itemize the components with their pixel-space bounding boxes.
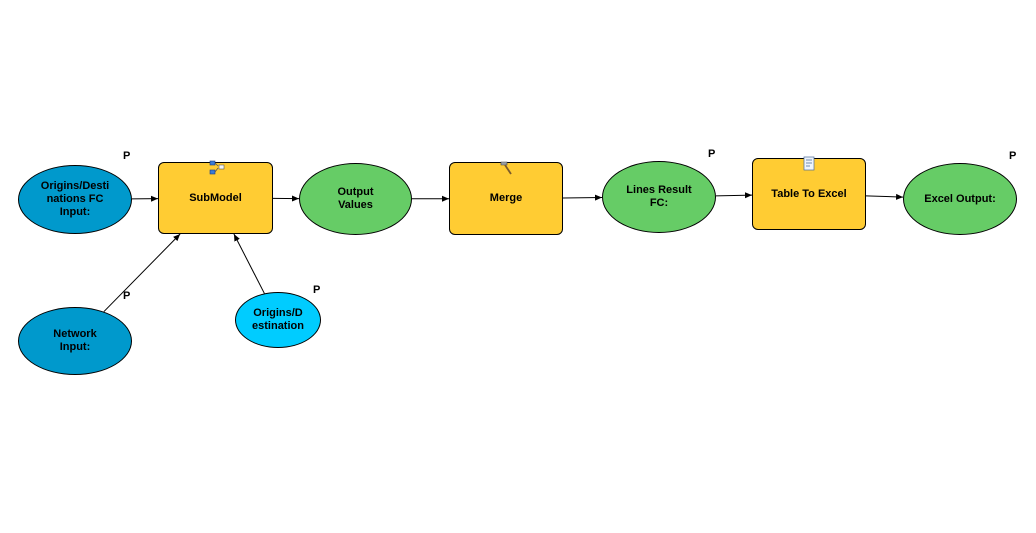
table-to-excel-tool-node[interactable]: Table To Excel [752,156,866,230]
node-label: Output Values [337,186,374,211]
node-label: Network Input: [53,328,97,353]
lines-result-fc-node[interactable]: Lines Result FC: [602,161,716,233]
node-label: Lines Result FC: [626,184,692,209]
connector-network_input-to-submodel[interactable] [103,233,181,313]
node-label: Origins/D estination [252,307,304,332]
origins-destinations-fc-input-node[interactable]: Origins/Desti nations FC Input: [18,165,132,234]
hammer-icon [500,161,512,175]
output-values-node[interactable]: Output Values [299,163,412,235]
origins-destination-node[interactable]: Origins/D estination [235,292,321,348]
node-label: Origins/Desti nations FC Input: [40,180,110,218]
submodel-tool-node[interactable]: SubModel [158,160,273,234]
parameter-marker: P [1009,150,1017,162]
connector-origins_destination-to-submodel[interactable] [233,233,265,294]
parameter-marker: P [123,150,131,162]
submodel-icon [209,160,224,175]
script-icon [803,156,815,171]
node-label: Excel Output: [924,192,996,205]
node-label: Table To Excel [771,187,847,200]
node-label: Merge [489,192,523,204]
node-label: SubModel [189,191,242,204]
parameter-marker: P [708,148,716,160]
parameter-marker: P [313,284,321,296]
connector-table_to_excel-to-excel_output[interactable] [865,193,904,200]
merge-tool-node[interactable]: Merge [449,161,563,235]
parameter-marker: P [123,290,131,302]
connector-lines_result_fc-to-table_to_excel[interactable] [715,192,753,199]
network-input-node[interactable]: Network Input: [18,307,132,375]
excel-output-node[interactable]: Excel Output: [903,163,1017,235]
